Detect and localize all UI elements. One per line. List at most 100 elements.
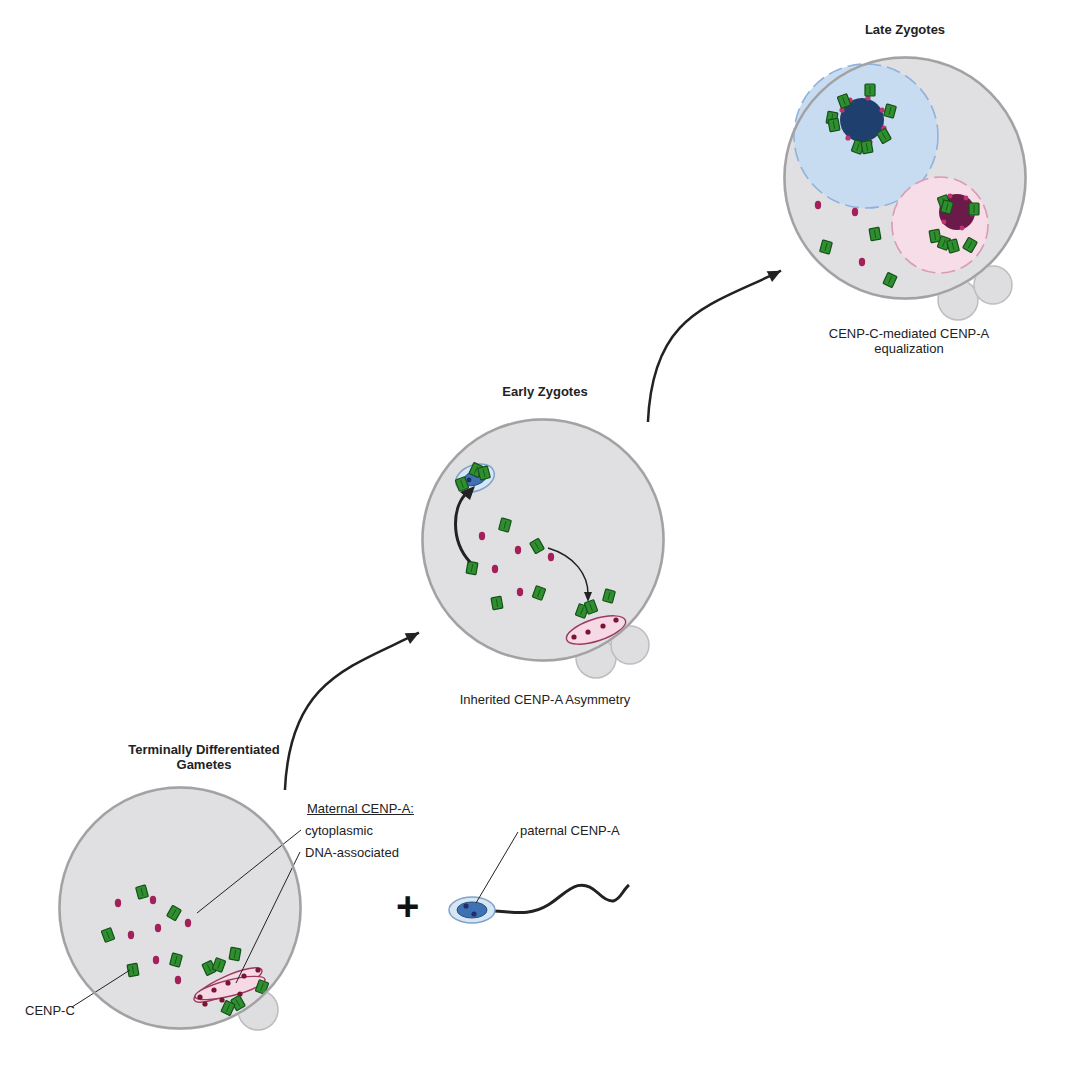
cenp-a-dot [185,919,191,927]
cenp-c-mark [866,143,867,151]
cenp-c-mark [877,128,892,143]
cell-outline [423,420,664,661]
cenp-c-mark [946,203,948,211]
cenp-c-mark [107,931,110,939]
cenp-a-dot [515,546,521,554]
cenp-c-mark [136,885,149,899]
cenp-a-dot [225,980,230,985]
cenp-c-mark [483,469,485,477]
cenp-c-mark [882,133,886,140]
cenp-c-mark [234,950,235,958]
cenp-c-mark [127,963,139,977]
cenp-a-dot [517,588,523,596]
sperm-nucleus [457,902,487,918]
cenp-c-mark [843,97,846,105]
cenp-c-mark [837,94,851,109]
cell-outline [783,56,1027,300]
cenp-a-dot [241,973,246,978]
cenp-a-dot [859,258,865,266]
flow-arrow [456,492,471,562]
cenp-a-dot [585,629,590,634]
cenp-c-mark [504,521,506,529]
cenp-c-mark [226,1004,229,1011]
cenp-c-mark [969,203,979,215]
arrow-head [767,271,781,282]
cenp-c-mark [889,107,891,115]
cenp-a-dot [600,623,605,628]
cenp-c-mark [861,140,873,154]
cenp-c-mark [499,518,512,532]
cenp-a-dot [211,987,216,992]
cenp-c-mark [865,84,875,96]
cell-outline [421,418,665,662]
stage-title: Terminally Differentiated Gametes [118,742,290,772]
cenp-c-mark [221,1000,235,1015]
cenp-a-dot [571,634,576,639]
maternal-pronucleus [892,177,988,273]
cell-fill [421,418,665,662]
cenp-c-mark [496,599,497,607]
stage-arrow-line [285,633,419,790]
cenp-c-mark [952,242,954,250]
cenp-a-dot [845,135,850,140]
cenp-a-dot [219,997,224,1002]
sperm-tail [494,885,629,913]
cenp-a-dot [960,226,965,231]
cenp-c-mark [170,953,183,967]
cenp-c-mark [947,239,960,253]
cenp-c-mark [101,928,115,943]
leader-line [197,830,301,913]
cell-outline [60,788,301,1029]
cenp-c-mark [884,104,897,118]
flow-arrow [548,548,588,594]
cell-circle: Terminally Differentiated Gametes [58,786,302,1030]
cenp-c-mark [857,143,860,151]
callout-label: Maternal CENP-A: [307,801,414,816]
cenp-c-mark [581,607,584,615]
cenp-c-mark [934,232,935,240]
arrow-head [460,486,475,500]
cenp-c-mark [212,958,226,973]
cenp-c-mark [584,600,598,615]
cenp-a-dot [150,896,156,904]
cenp-a-dot [467,478,472,483]
cenp-c-mark [963,237,978,252]
paternal-pronucleus [452,459,498,497]
sperm-head [449,897,495,923]
cenp-a-dot [175,976,181,984]
cenp-c-mark [530,538,545,553]
cenp-c-mark [474,466,477,473]
cenp-a-dot [613,617,618,622]
cenp-c-mark [478,466,491,480]
cenp-c-mark [603,589,616,603]
cenp-a-dot [852,208,858,216]
cenp-a-dot [463,903,468,908]
cenp-c-mark [455,477,469,492]
cenp-c-mark [218,961,221,969]
cenp-c-mark [132,966,133,974]
cenp-c-mark [943,239,946,247]
arrow-head [405,633,419,644]
cenp-a-dot [255,967,260,972]
cenp-c-mark [141,888,143,896]
cenp-c-mark [828,118,840,132]
callout-label: paternal CENP-A [520,823,620,838]
cenp-c-mark [207,964,210,971]
arrow-head [584,592,592,602]
cenp-c-mark [175,956,177,964]
cell-circle: Early ZygotesInherited CENP-A Asymmetry [421,418,665,662]
cell-fill [783,56,1027,300]
cenp-c-mark [874,230,875,238]
cenp-a-dot [492,565,498,573]
stage-caption: CENP-C-mediated CENP-A equalization [816,326,1002,356]
cenp-c-mark [608,592,610,600]
cell-outline [58,786,302,1030]
cenp-c-mark [833,121,834,129]
cenp-a-dot [128,931,134,939]
cenp-c-mark [167,905,182,920]
cenp-c-mark [532,586,546,601]
callout-label: CENP-C [25,1003,75,1018]
cenp-c-mark [888,276,891,283]
